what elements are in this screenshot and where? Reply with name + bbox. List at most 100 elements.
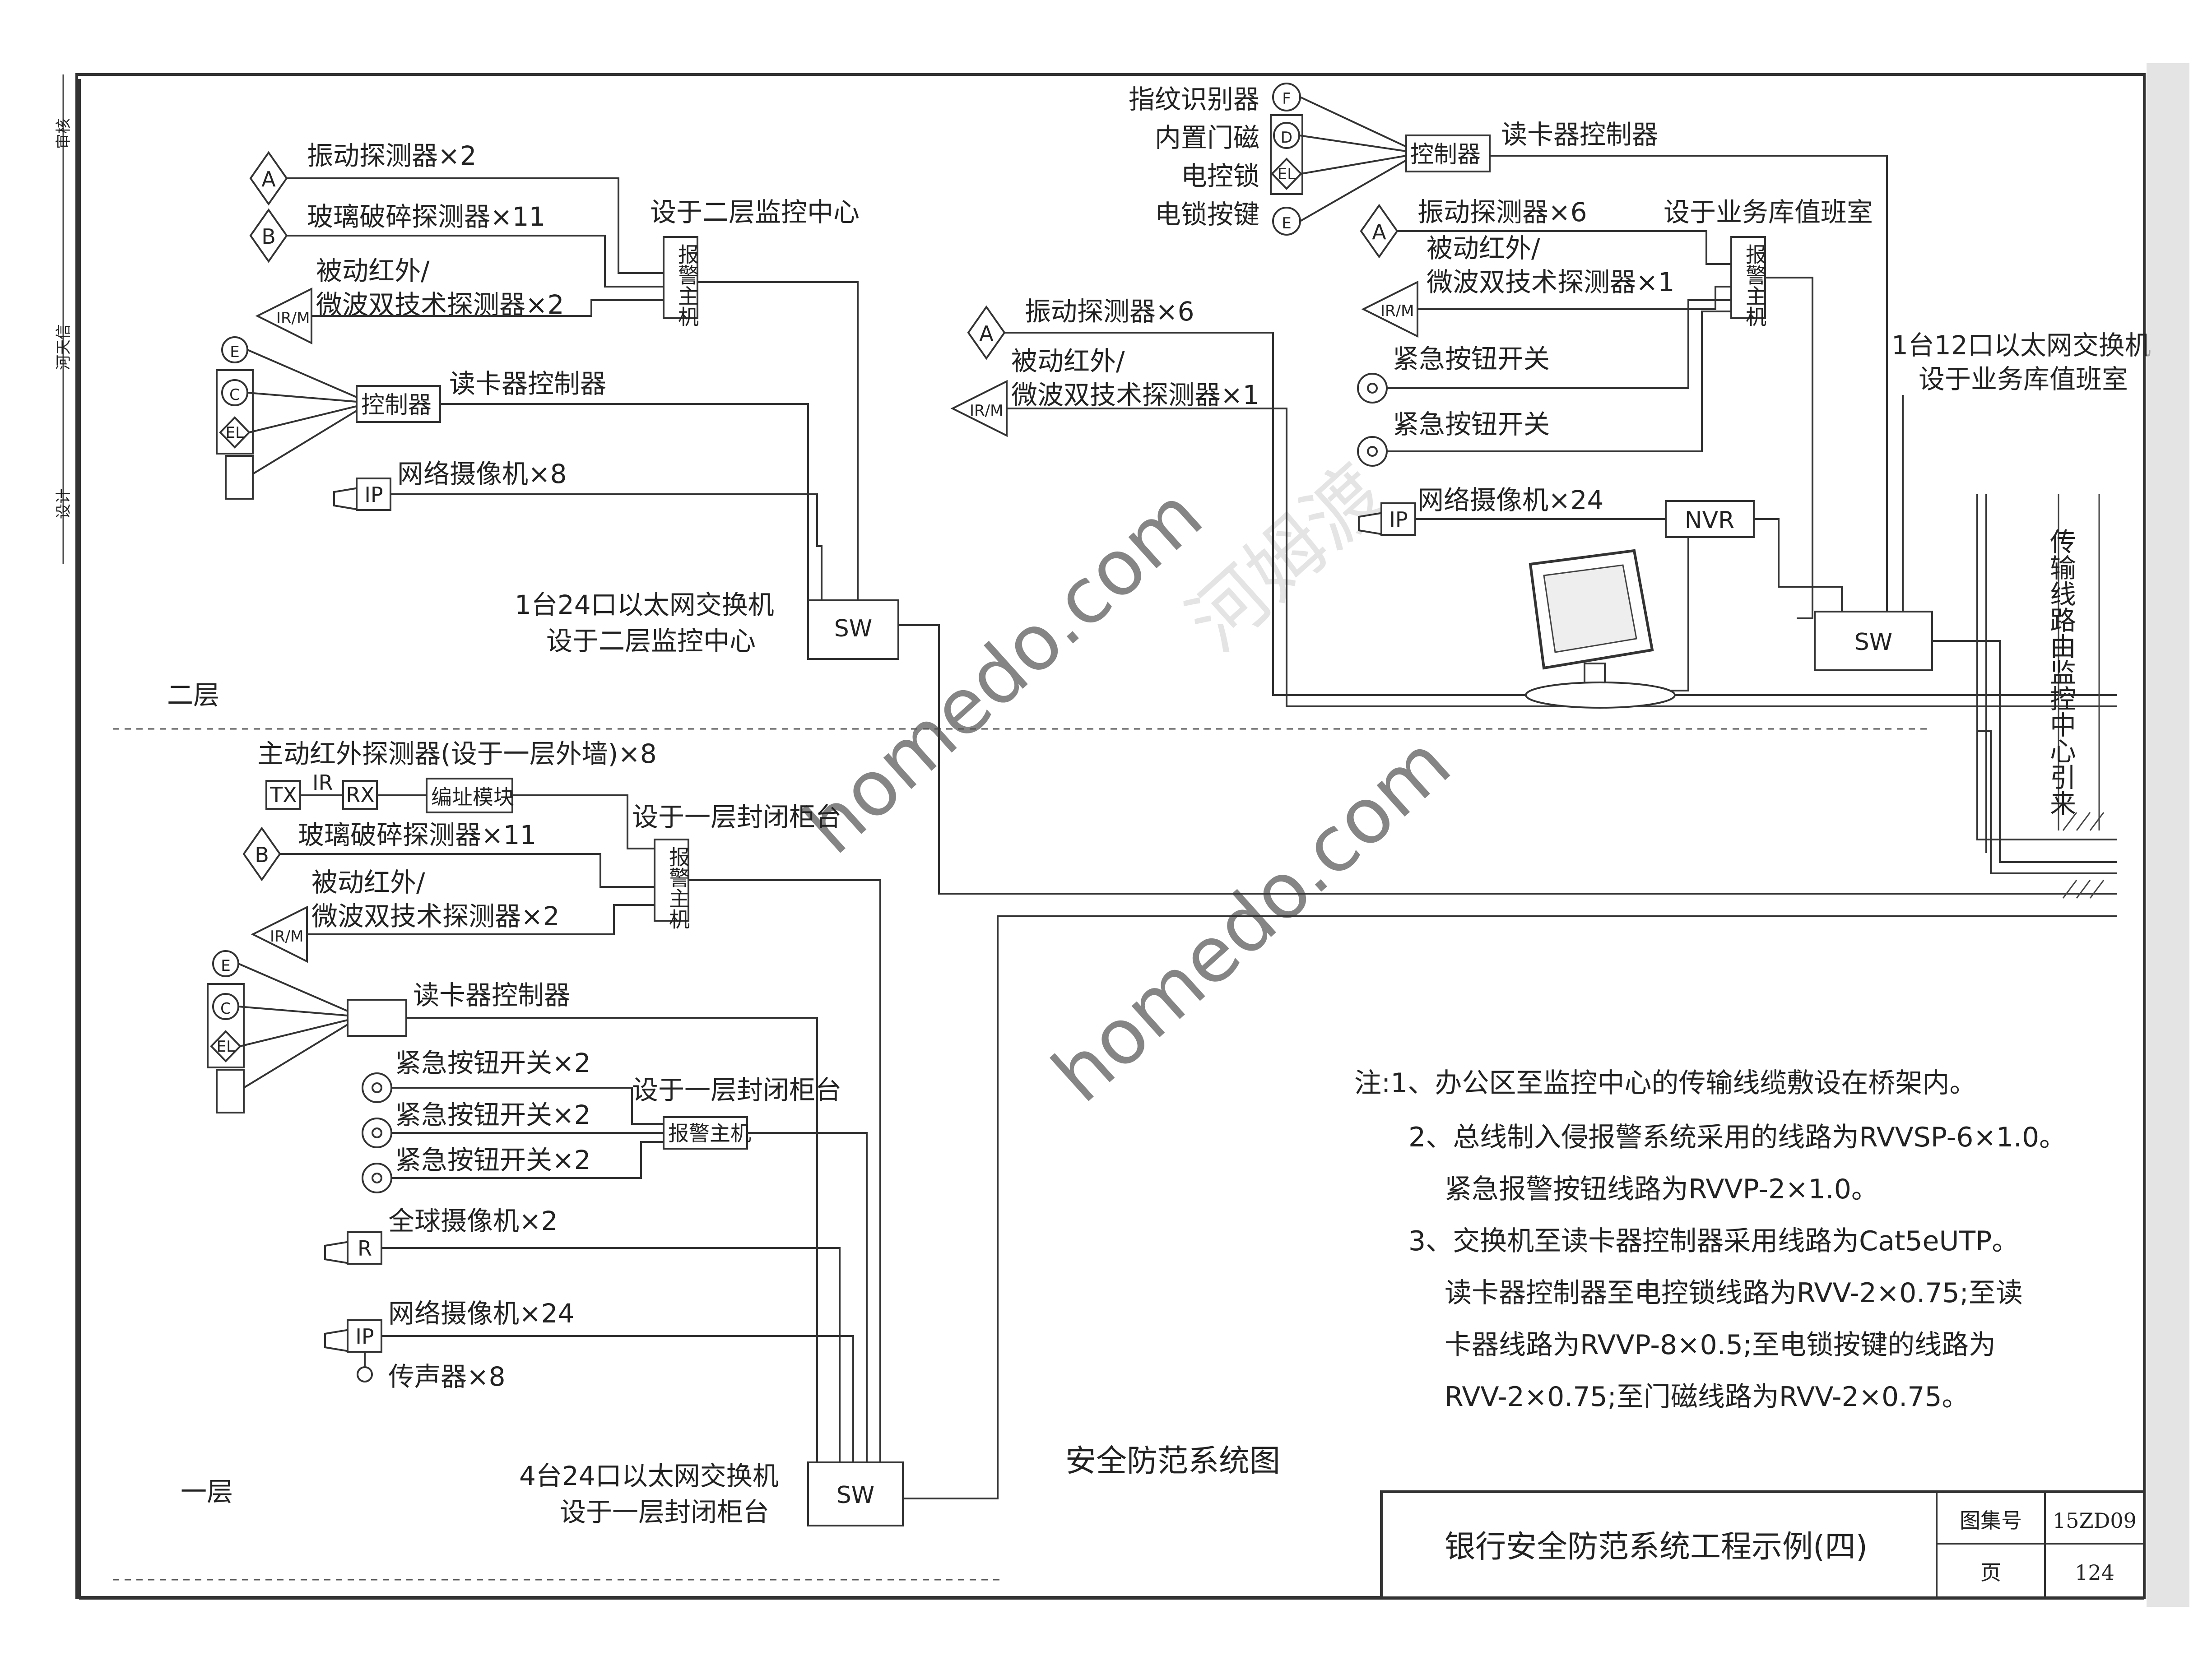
svg-text:EL: EL [1278,165,1296,183]
svg-text:F: F [1282,90,1291,108]
pir-label-line1: 被动红外/ [316,255,430,286]
vault-room-section: 指纹识别器 内置门磁 电控锁 电锁按键 F D EL E 控制器 读卡器控制器 … [1129,83,2151,899]
vault-symbol-ip: IP [1389,507,1408,532]
middle-group-section: A 振动探测器×6 IR/M 被动红外/ 微波双技术探测器×1 [950,296,2117,707]
dome-camera-label: 全球摄像机×2 [388,1206,558,1236]
note-line-6: 卡器线路为RVVP-8×0.5;至电锁按键的线路为 [1445,1329,1996,1361]
middle-symbol-a: A [979,321,994,346]
ff-emergency-label-3: 紧急按钮开关×2 [395,1145,591,1175]
network-camera-label: 网络摄像机×8 [397,459,567,489]
title-block: 银行安全防范系统工程示例(四) 图集号 15ZD09 页 124 [1380,1490,2146,1599]
ff-card-reader-controller-box [347,999,407,1037]
ff-emergency-label-2: 紧急按钮开关×2 [395,1099,591,1130]
ff-symbol-irm: IR/M [270,928,303,946]
vault-symbol-irm: IR/M [1380,302,1414,320]
alarm-host-label: 报警主机 [675,244,699,327]
symbol-e: E [230,343,239,361]
door-magnet-symbol [225,455,254,500]
ff-pir-line2: 微波双技术探测器×2 [311,901,560,932]
middle-pir-line1: 被动红外/ [1011,346,1125,376]
switch-2f-line2: 设于二层监控中心 [546,626,756,656]
pir-label-line2: 微波双技术探测器×2 [316,289,564,320]
controller-box [356,385,441,423]
switch-2f-box [807,599,899,660]
switch-vault-box [1814,611,1933,671]
ff-symbol-e: E [221,957,230,975]
vault-controller-label: 控制器 [1410,141,1481,168]
switch-1f-line2: 设于一层封闭柜台 [560,1497,769,1527]
address-module-label: 编址模块 [431,785,514,809]
note-line-3: 紧急报警按钮线路为RVVP-2×1.0。 [1445,1174,1878,1205]
atlas-value: 15ZD09 [2053,1508,2137,1533]
active-ir-label: 主动红外探测器(设于一层外墙)×8 [257,738,657,769]
vault-controller-box [1405,135,1491,172]
glass-break-symbol [249,208,288,263]
ff-emergency-label-1: 紧急按钮开关×2 [395,1048,591,1078]
atlas-label: 图集号 [1960,1508,2022,1533]
floor-label-second: 二层 [167,680,219,710]
watermark: homedo.com 河姆渡 homedo.com [788,448,1468,1119]
ff-glass-break-label: 玻璃破碎探测器×11 [298,820,536,850]
margin-labels: 审核 河天信 设计 [55,118,73,519]
note-line-4: 3、交换机至读卡器控制器采用线路为Cat5eUTP。 [1408,1225,2019,1257]
ff-symbol-r: R [358,1236,372,1261]
ir-label: IR [312,770,333,795]
microphone-symbol [357,1366,373,1382]
switch-1f-box [807,1461,904,1526]
ff-alarm-host-2-box [663,1116,748,1150]
second-floor-section: A 振动探测器×2 B 玻璃破碎探测器×11 IR/M 被动红外/ 微波双技术探… [216,140,2117,895]
switch-vault-line2: 设于业务库值班室 [1919,364,2128,394]
symbol-a: A [261,167,276,191]
svg-text:D: D [1281,129,1292,147]
door-magnet-label: 内置门磁 [1155,122,1259,153]
margin-text-1: 审核 [55,118,73,149]
nvr-label: NVR [1685,507,1735,534]
switch-2f-label: SW [834,615,872,642]
electric-lock-label: 电控锁 [1181,161,1259,191]
monitor-icon [1525,549,1676,709]
ff-symbol-b: B [255,843,269,867]
middle-pir-line2: 微波双技术探测器×1 [1011,380,1259,410]
switch-vault-line1: 1台12口以太网交换机 [1891,330,2151,361]
address-module-box [426,778,513,813]
middle-symbol-irm: IR/M [970,402,1003,420]
ff-alarm-location-2: 设于一层封闭柜台 [632,1075,841,1105]
note-line-2: 2、总线制入侵报警系统采用的线路为RVVSP-6×1.0。 [1408,1122,2066,1153]
symbol-b: B [261,224,276,249]
margin-text-2: 河天信 [55,324,73,370]
switch-vault-label: SW [1854,629,1892,656]
watermark-text-1: homedo.com [788,470,1219,872]
middle-vibration-label: 振动探测器×6 [1025,296,1194,327]
vault-symbol-a: A [1372,220,1386,244]
controller-label: 控制器 [361,392,432,419]
alarm-host-location: 设于二层监控中心 [650,197,860,227]
svg-text:E: E [1282,214,1291,232]
glass-break-label: 玻璃破碎探测器×11 [307,201,545,232]
symbol-irm: IR/M [276,309,310,327]
page-value: 124 [2075,1560,2114,1585]
ff-pir-line1: 被动红外/ [311,867,425,898]
ff-camera-label: 网络摄像机×24 [388,1298,574,1329]
switch-2f-line1: 1台24口以太网交换机 [515,589,774,620]
note-line-1: 注:1、办公区至监控中心的传输线缆敷设在桥架内。 [1354,1067,1976,1099]
vault-alarm-host-location: 设于业务库值班室 [1664,197,1873,227]
margin-text-3: 设计 [55,488,73,519]
watermark-text-3: homedo.com [1036,719,1468,1120]
vault-vibration-label: 振动探测器×6 [1417,197,1587,227]
symbol-el: EL [226,424,244,442]
vault-emergency-button-2 [1357,436,1388,467]
symbol-ip: IP [364,482,383,507]
transmission-note: 传输线路由监控中心引来 [2045,528,2076,816]
lock-button-label: 电锁按键 [1155,199,1259,230]
page-edge-shadow [2147,63,2189,1607]
ff-alarm-host-label: 报警主机 [666,846,690,929]
notes-block: 注:1、办公区至监控中心的传输线缆敷设在桥架内。 2、总线制入侵报警系统采用的线… [1354,1067,2066,1413]
diagram-title: 安全防范系统图 [1065,1443,1280,1479]
title-block-title: 银行安全防范系统工程示例(四) [1445,1529,1868,1565]
vault-emergency-button-1 [1357,373,1388,404]
page-label: 页 [1980,1560,2001,1585]
rx-box [342,780,378,810]
electric-lock-symbol [1271,158,1302,190]
alarm-host-box [663,236,698,319]
